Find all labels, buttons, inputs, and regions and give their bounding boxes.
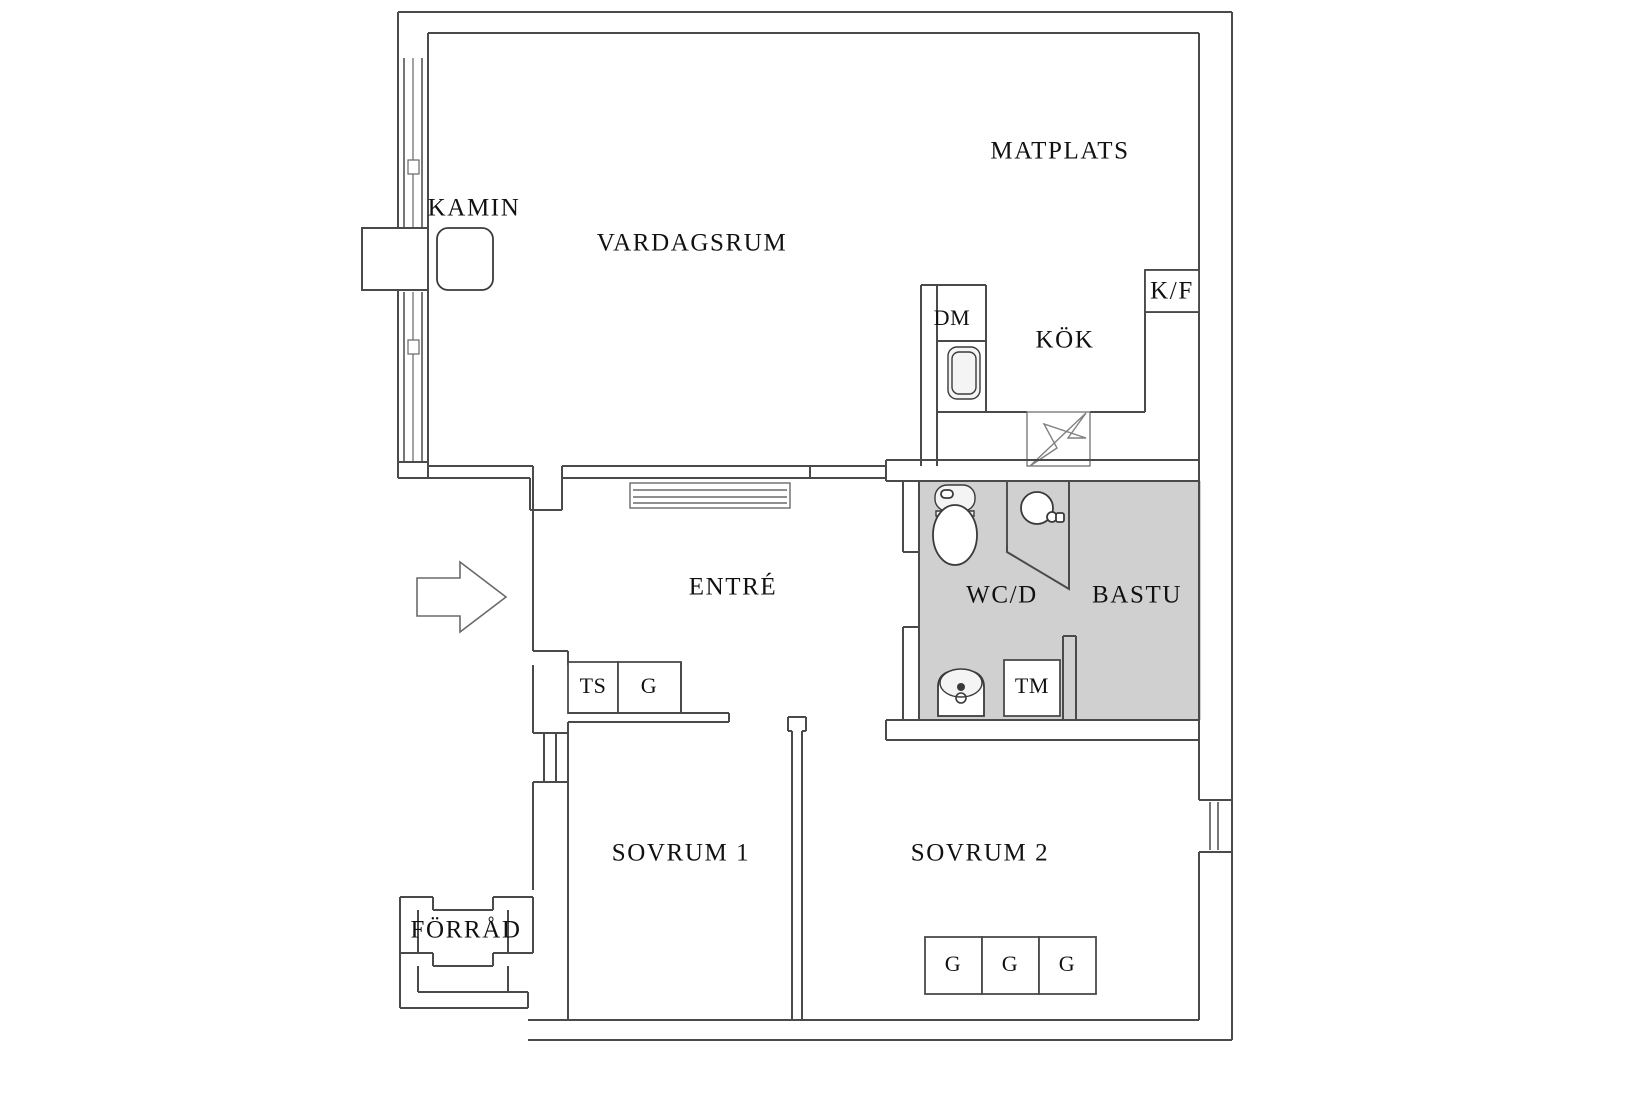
chimney-body xyxy=(361,227,429,291)
fixture-label-g-entre: G xyxy=(641,673,658,698)
fixture-label-g-s2-2: G xyxy=(1002,951,1019,976)
wetroom-walls xyxy=(885,459,1199,741)
window-left-upper xyxy=(403,58,423,230)
sovrum2-wardrobes xyxy=(924,936,1097,995)
outer-walls xyxy=(397,11,1233,1041)
living-room-south-wall xyxy=(397,461,886,547)
room-label-entre: ENTRÉ xyxy=(689,573,778,601)
room-label-bastu: BASTU xyxy=(1092,582,1182,609)
fixture-labels: KAMIN DM K/F TS G TM G G G xyxy=(428,195,1194,976)
entre-west-wall xyxy=(532,547,569,890)
corner-shower xyxy=(1006,481,1070,591)
radiator xyxy=(629,482,791,509)
forrad-storage xyxy=(399,896,534,1009)
bedroom-walls xyxy=(567,716,1232,1020)
left-exterior-wall xyxy=(361,58,429,462)
stove-hob-symbol xyxy=(1026,411,1091,467)
tm-washing-machine-box xyxy=(1003,659,1061,717)
fixture-label-ts: TS xyxy=(580,673,607,698)
fixture-label-kamin: KAMIN xyxy=(428,195,521,222)
fixture-label-g-s2-3: G xyxy=(1059,951,1076,976)
washbasin xyxy=(937,668,985,717)
room-labels: VARDAGSRUM MATPLATS KÖK ENTRÉ WC/D BASTU… xyxy=(410,138,1182,944)
room-label-forrad: FÖRRÅD xyxy=(410,917,521,944)
room-label-matplats: MATPLATS xyxy=(990,138,1129,165)
room-label-wc-d: WC/D xyxy=(966,582,1038,609)
kamin-fireplace xyxy=(436,227,494,291)
kitchen-sink xyxy=(947,346,981,400)
room-label-sovrum-1: SOVRUM 1 xyxy=(612,840,751,867)
kf-fridge-box xyxy=(1144,269,1200,313)
toilet xyxy=(932,484,978,566)
entre-closets xyxy=(567,661,730,723)
room-label-vardagsrum: VARDAGSRUM xyxy=(597,230,788,257)
room-label-sovrum-2: SOVRUM 2 xyxy=(911,840,1050,867)
window-left-lower xyxy=(403,292,423,462)
fixture-label-kf: K/F xyxy=(1150,278,1194,305)
window-right xyxy=(1199,799,1232,853)
room-label-kok: KÖK xyxy=(1036,327,1095,354)
fixture-label-dm: DM xyxy=(934,305,971,330)
fixture-label-tm: TM xyxy=(1015,673,1049,698)
entrance-arrow xyxy=(416,560,508,634)
fixture-label-g-s2-1: G xyxy=(945,951,962,976)
